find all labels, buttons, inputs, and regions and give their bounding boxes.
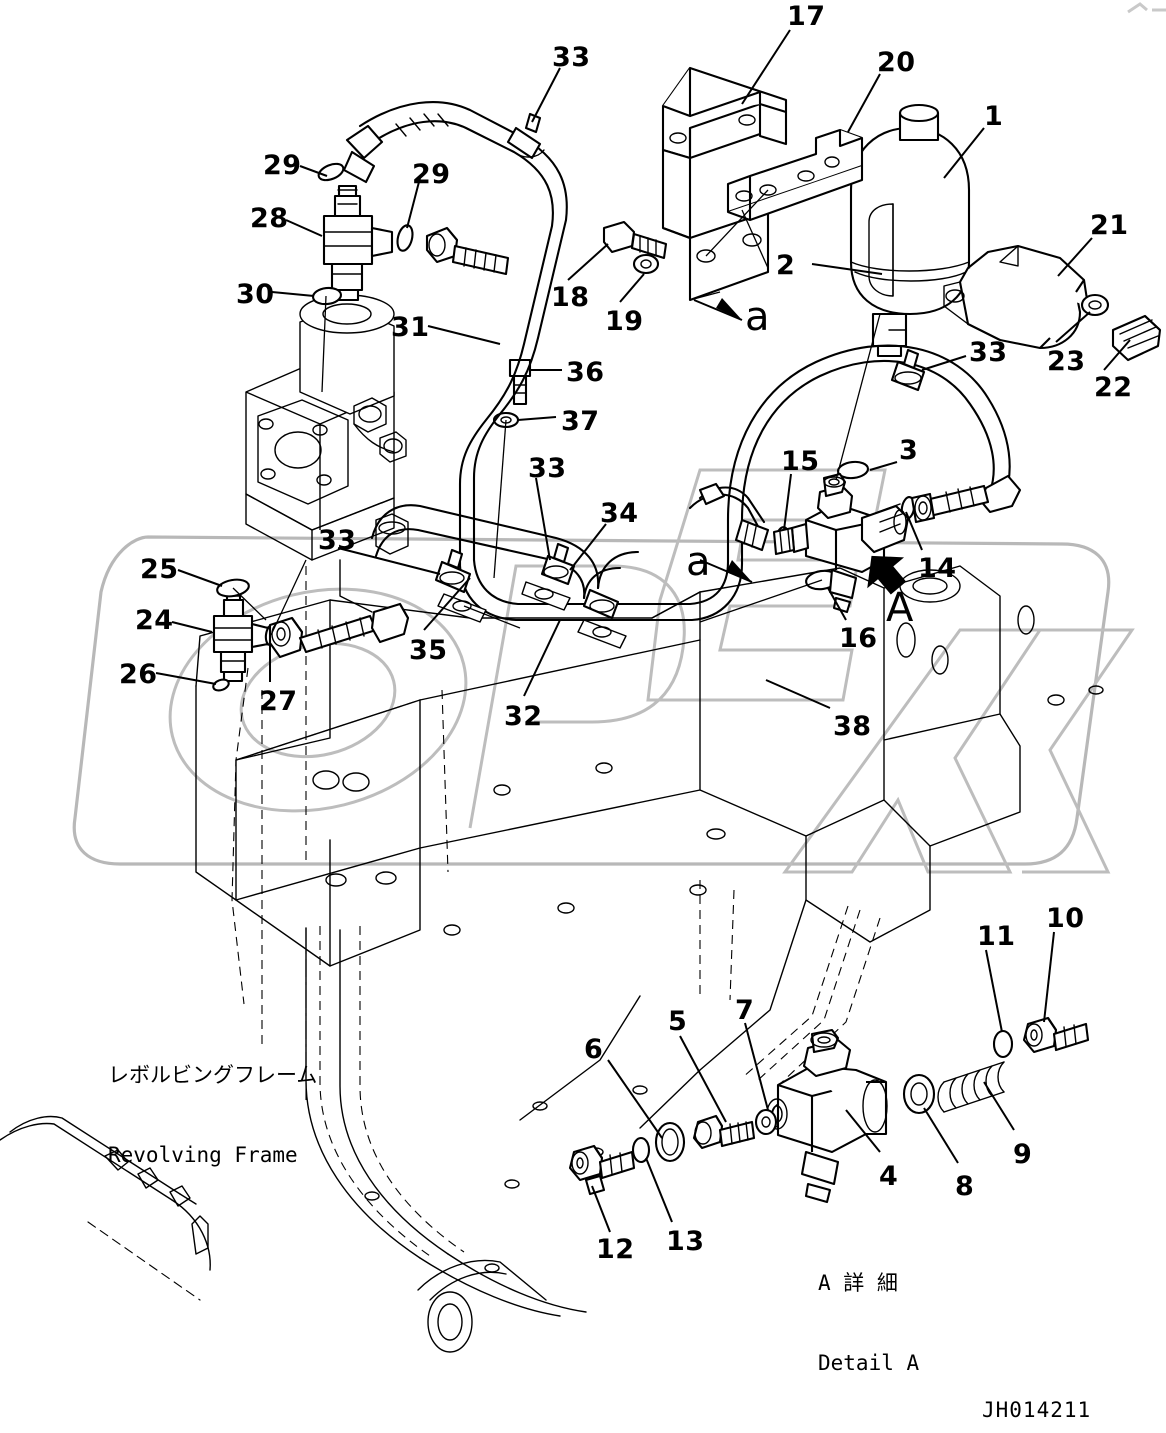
- callout-4: 4: [879, 1161, 899, 1192]
- revolving-frame-label-en: Revolving Frame: [108, 1143, 298, 1168]
- callout-7: 7: [735, 995, 755, 1026]
- callout-26: 26: [119, 659, 158, 690]
- section-marker-a-lower: a: [686, 539, 711, 585]
- callout-17: 17: [787, 1, 826, 32]
- callout-20: 20: [877, 47, 916, 78]
- callout-29-b: 29: [412, 159, 451, 190]
- callout-32: 32: [504, 701, 543, 732]
- callout-14: 14: [918, 553, 957, 584]
- revolving-frame-label: レボルビングフレーム Revolving Frame: [108, 1008, 317, 1223]
- callout-9: 9: [1013, 1139, 1033, 1170]
- callout-18: 18: [551, 282, 590, 313]
- section-marker-A-detail: A: [886, 585, 914, 631]
- callout-3: 3: [899, 435, 919, 466]
- callout-19: 19: [605, 306, 644, 337]
- callout-33-c: 33: [528, 453, 567, 484]
- callout-23: 23: [1047, 346, 1086, 377]
- callout-31: 31: [391, 312, 430, 343]
- callout-21: 21: [1090, 210, 1129, 241]
- callout-22: 22: [1094, 372, 1133, 403]
- callout-30: 30: [236, 279, 275, 310]
- callout-12: 12: [596, 1234, 635, 1265]
- callout-11: 11: [977, 921, 1016, 952]
- callout-5: 5: [668, 1006, 688, 1037]
- callout-28: 28: [250, 203, 289, 234]
- callout-2: 2: [776, 250, 796, 281]
- callout-33-d: 33: [318, 525, 357, 556]
- callout-6: 6: [584, 1034, 604, 1065]
- callout-35: 35: [409, 635, 448, 666]
- callout-37: 37: [561, 406, 600, 437]
- callout-25: 25: [140, 554, 179, 585]
- revolving-frame-label-jp: レボルビングフレーム: [108, 1062, 318, 1087]
- section-marker-a-upper: a: [745, 294, 770, 340]
- callout-16: 16: [839, 623, 878, 654]
- drawing-number: JH014211: [982, 1398, 1092, 1422]
- callout-33-a: 33: [552, 42, 591, 73]
- callout-1: 1: [984, 101, 1004, 132]
- callout-29-a: 29: [263, 150, 302, 181]
- detail-a-label: A 詳 細 Detail A: [818, 1216, 919, 1431]
- detail-a-label-en: Detail A: [818, 1351, 920, 1376]
- callout-27: 27: [259, 686, 298, 717]
- callout-15: 15: [781, 446, 820, 477]
- callout-13: 13: [666, 1226, 705, 1257]
- callout-36: 36: [566, 357, 605, 388]
- callout-33-b: 33: [969, 337, 1008, 368]
- callout-34: 34: [600, 498, 639, 529]
- callout-8: 8: [955, 1171, 975, 1202]
- callout-24: 24: [135, 605, 174, 636]
- detail-a-label-jp: A 詳 細: [818, 1270, 898, 1295]
- callout-38: 38: [833, 711, 872, 742]
- callout-10: 10: [1046, 903, 1085, 934]
